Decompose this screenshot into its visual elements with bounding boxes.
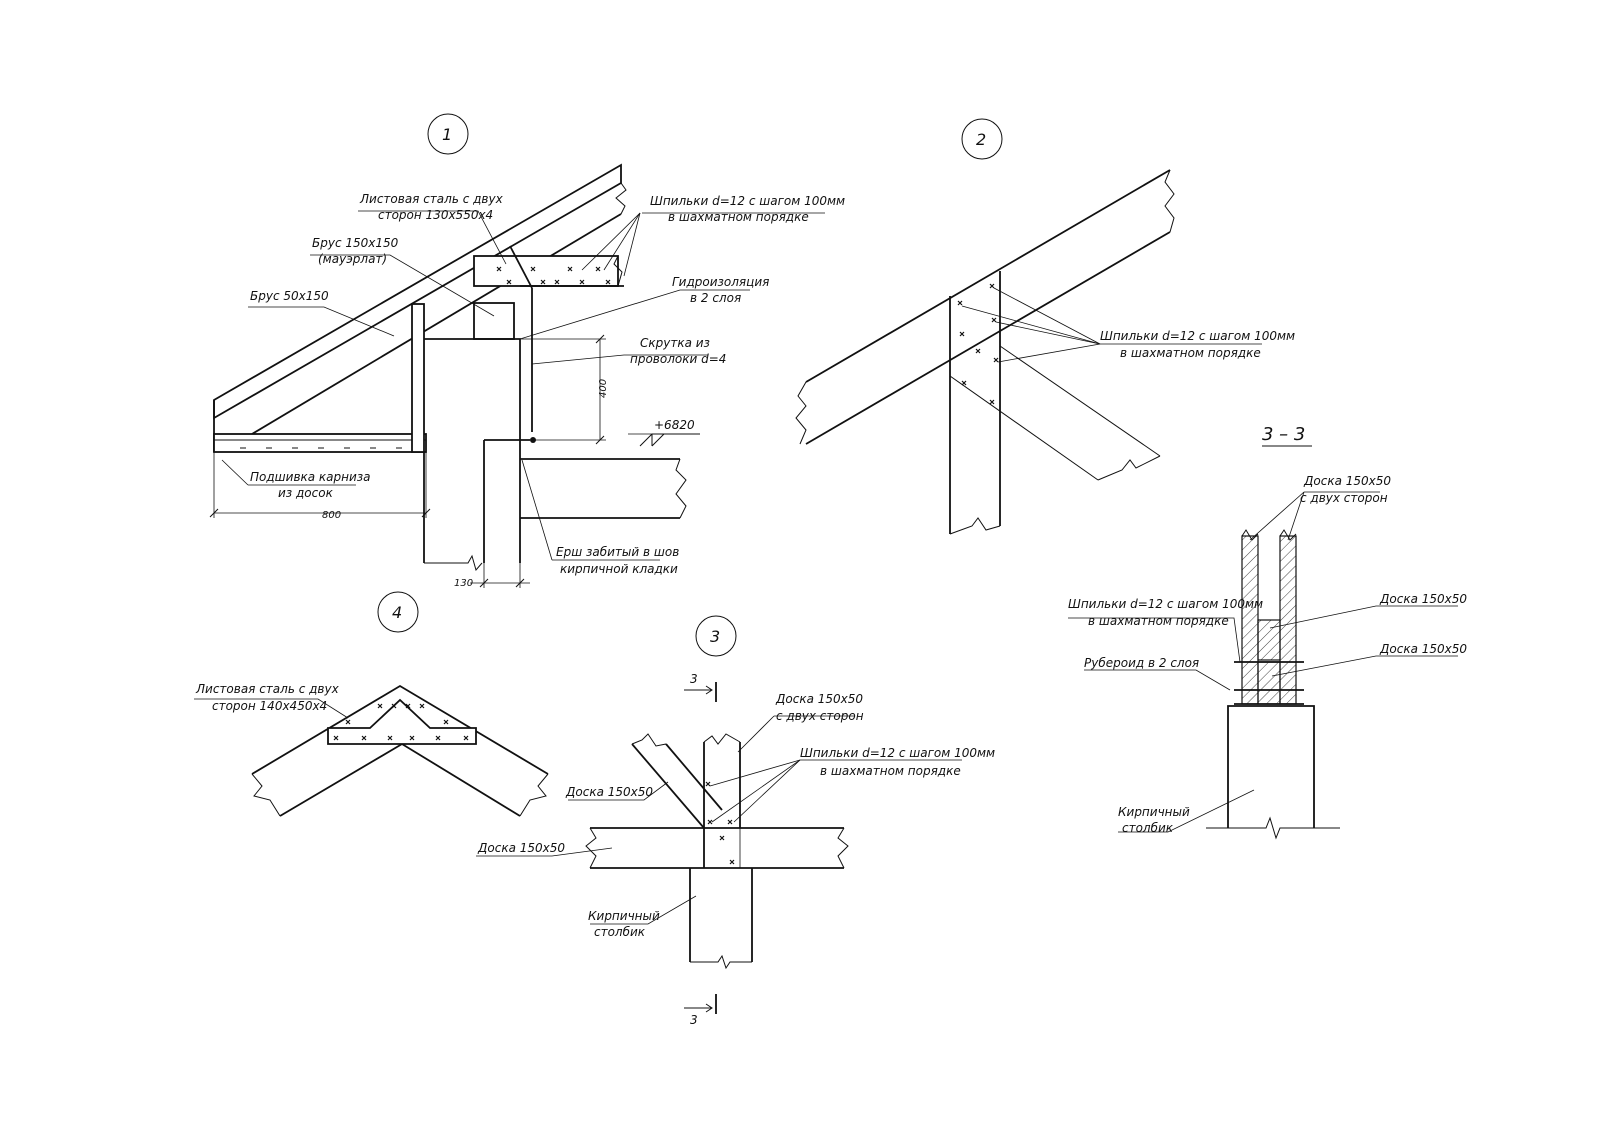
label-waterproof-1: Гидроизоляция bbox=[672, 275, 769, 289]
d4-label-steel-2: сторон 140x450x4 bbox=[212, 699, 327, 713]
vertical-post bbox=[411, 303, 425, 453]
cut-mark-bottom: 3 bbox=[690, 1013, 698, 1027]
ridge-steel-plate bbox=[327, 698, 477, 745]
cut-mark-top: 3 bbox=[690, 672, 698, 686]
dim-800: 800 bbox=[322, 510, 341, 521]
section-label-roofing-felt: Рубероид в 2 слоя bbox=[1084, 656, 1199, 670]
detail-2-number: 2 bbox=[976, 130, 986, 149]
section-label-brick-1: Кирпичный bbox=[1118, 805, 1190, 819]
rafter-d2 bbox=[805, 169, 1171, 383]
detail-3-post-on-pillar: 3 3 3 bbox=[476, 615, 995, 1027]
detail-1-eaves-node: 1 bbox=[209, 113, 845, 589]
detail-1-number: 1 bbox=[442, 125, 452, 144]
label-ruff-1: Ерш забитый в шов bbox=[556, 545, 679, 559]
label-studs-1: Шпильки d=12 с шагом 100мм bbox=[650, 194, 845, 208]
label-waterproof-2: в 2 слоя bbox=[690, 291, 741, 305]
dim-400: 400 bbox=[598, 379, 609, 398]
rafter-bottom-edge bbox=[251, 213, 622, 435]
section-label-board-pair-1: Доска 150x50 bbox=[1303, 474, 1391, 488]
detail-2-rafter-strut-joint: 2 Шпильки d=12 с шагом 100мм в шахматно bbox=[795, 118, 1295, 535]
inner-board-b bbox=[1257, 661, 1281, 705]
d3-label-board-pair-1: Доска 150x50 bbox=[775, 692, 863, 706]
section-label-board-pair-2: с двух сторон bbox=[1300, 491, 1388, 505]
section-label-studs-1: Шпильки d=12 с шагом 100мм bbox=[1068, 597, 1263, 611]
ridge-top bbox=[251, 684, 549, 775]
label-studs-2: в шахматном порядке bbox=[668, 210, 809, 224]
d2-studs bbox=[957, 283, 999, 405]
label-wire-2: проволоки d=4 bbox=[630, 352, 726, 366]
label-beam50: Брус 50x150 bbox=[250, 289, 329, 303]
section-label-board-a: Доска 150x50 bbox=[1379, 592, 1467, 606]
ridge-bottom bbox=[279, 742, 521, 817]
d3-label-brick-2: столбик bbox=[594, 925, 646, 939]
d2-label-studs-2: в шахматном порядке bbox=[1120, 346, 1261, 360]
detail-3-number: 3 bbox=[710, 627, 720, 646]
label-soffit-1: Подшивка карниза bbox=[250, 470, 371, 484]
plate-studs bbox=[496, 266, 611, 285]
detail-1-leaders bbox=[221, 210, 825, 561]
section-title: 3 – 3 bbox=[1262, 424, 1305, 445]
d3-label-studs-2: в шахматном порядке bbox=[820, 764, 961, 778]
label-wire-1: Скрутка из bbox=[640, 336, 710, 350]
mauerlat-beam bbox=[473, 302, 515, 340]
level-value: +6820 bbox=[654, 418, 695, 432]
dim-130: 130 bbox=[454, 578, 473, 589]
detail-4-number: 4 bbox=[392, 603, 402, 622]
label-beam150-1: Брус 150x150 bbox=[312, 236, 399, 250]
steel-plate bbox=[473, 255, 619, 287]
section-3-3: 3 – 3 Доска 150x50 с двух сторо bbox=[1068, 424, 1467, 840]
level-mark bbox=[639, 433, 700, 447]
detail-4-ridge-joint: 4 Листовая сталь с двух сторон 140x450x4 bbox=[194, 591, 549, 817]
detail-3-number-circle bbox=[695, 615, 737, 657]
brick-wall-top bbox=[424, 338, 521, 440]
label-steel-plate-2: сторон 130x550x4 bbox=[378, 208, 493, 222]
detail-1-number-circle bbox=[427, 113, 469, 155]
section-label-board-b: Доска 150x50 bbox=[1379, 642, 1467, 656]
detail-2-number-circle bbox=[961, 118, 1003, 160]
side-board-right bbox=[1279, 535, 1297, 705]
d3-label-strut: Доска 150x50 bbox=[565, 785, 653, 799]
d3-studs bbox=[705, 781, 735, 865]
d3-label-brick-1: Кирпичный bbox=[588, 909, 660, 923]
section-brick-pillar bbox=[1227, 705, 1315, 828]
label-steel-plate-1: Листовая сталь с двух bbox=[359, 192, 504, 206]
section-label-studs-2: в шахматном порядке bbox=[1088, 614, 1229, 628]
d3-label-beam: Доска 150x50 bbox=[477, 841, 565, 855]
d3-label-board-pair-2: с двух сторон bbox=[776, 709, 864, 723]
side-board-left bbox=[1241, 535, 1259, 705]
d3-strut bbox=[631, 743, 705, 829]
d3-label-studs-1: Шпильки d=12 с шагом 100мм bbox=[800, 746, 995, 760]
d4-studs bbox=[333, 703, 469, 741]
inner-board-a bbox=[1257, 619, 1281, 661]
detail-4-number-circle bbox=[377, 591, 419, 633]
label-soffit-2: из досок bbox=[278, 486, 334, 500]
label-beam150-2: (мауэрлат) bbox=[318, 252, 387, 266]
strut-d2 bbox=[949, 375, 1099, 481]
section-label-brick-2: столбик bbox=[1122, 821, 1174, 835]
d4-label-steel-1: Листовая сталь с двух bbox=[195, 682, 340, 696]
soffit-board bbox=[213, 433, 427, 453]
label-ruff-2: кирпичной кладки bbox=[560, 562, 678, 576]
d2-label-studs-1: Шпильки d=12 с шагом 100мм bbox=[1100, 329, 1295, 343]
